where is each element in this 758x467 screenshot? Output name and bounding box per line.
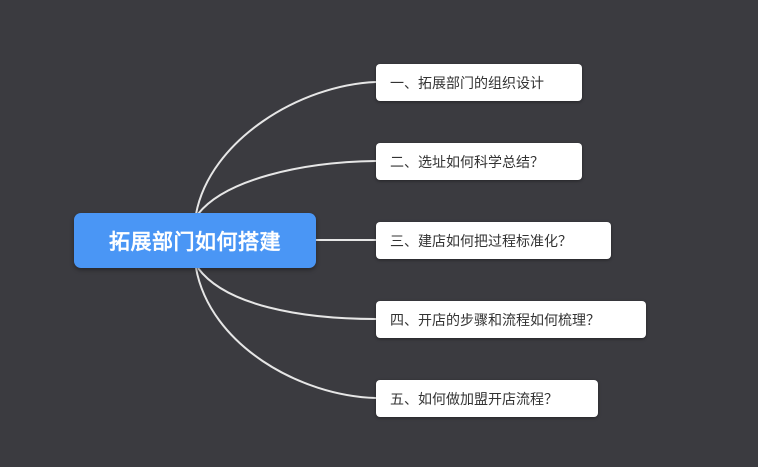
branch-topic-label: 三、建店如何把过程标准化？ [390,233,572,250]
branch-topic-1[interactable]: 一、拓展部门的组织设计 [376,64,582,101]
branch-topic-5[interactable]: 五、如何做加盟开店流程？ [376,380,598,417]
root-topic[interactable]: 拓展部门如何搭建 [74,213,316,268]
branch-topic-label: 四、开店的步骤和流程如何梳理？ [390,312,600,329]
branch-topic-label: 二、选址如何科学总结？ [390,154,544,171]
branch-topic-2[interactable]: 二、选址如何科学总结？ [376,143,582,180]
connector-line-1 [195,81,377,215]
branch-topic-label: 五、如何做加盟开店流程？ [390,391,558,408]
branch-topic-3[interactable]: 三、建店如何把过程标准化？ [376,222,611,259]
branch-topic-label: 一、拓展部门的组织设计 [390,75,544,92]
branch-topic-4[interactable]: 四、开店的步骤和流程如何梳理？ [376,301,646,338]
connector-line-2 [197,160,377,215]
root-topic-label: 拓展部门如何搭建 [109,229,281,254]
connector-line-5 [195,267,377,399]
connector-line-4 [197,267,377,320]
